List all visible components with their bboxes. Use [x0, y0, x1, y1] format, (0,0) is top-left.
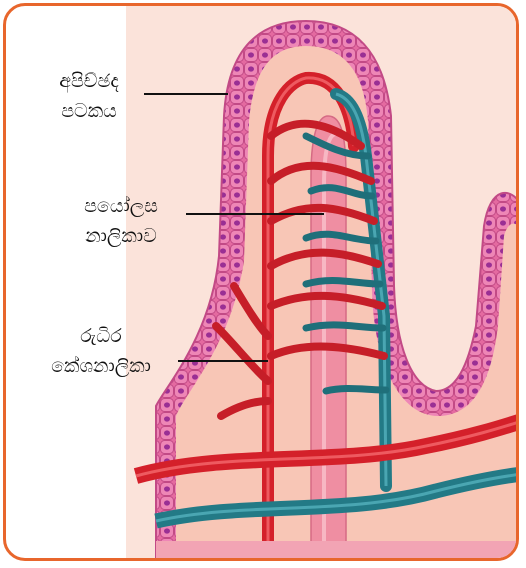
label-capillaries: රුධිර කේශනාලිකා	[26, 321, 176, 381]
lacteal-vessel	[311, 116, 346, 561]
label-lacteal: පයෝලස නාලිකාව	[56, 191, 186, 251]
label-epithelium: අපිච්ඡද පටකය	[34, 66, 144, 126]
diagram-frame: අපිච්ඡද පටකය පයෝලස නාලිකාව රුධිර කේශනාලි…	[3, 3, 519, 561]
